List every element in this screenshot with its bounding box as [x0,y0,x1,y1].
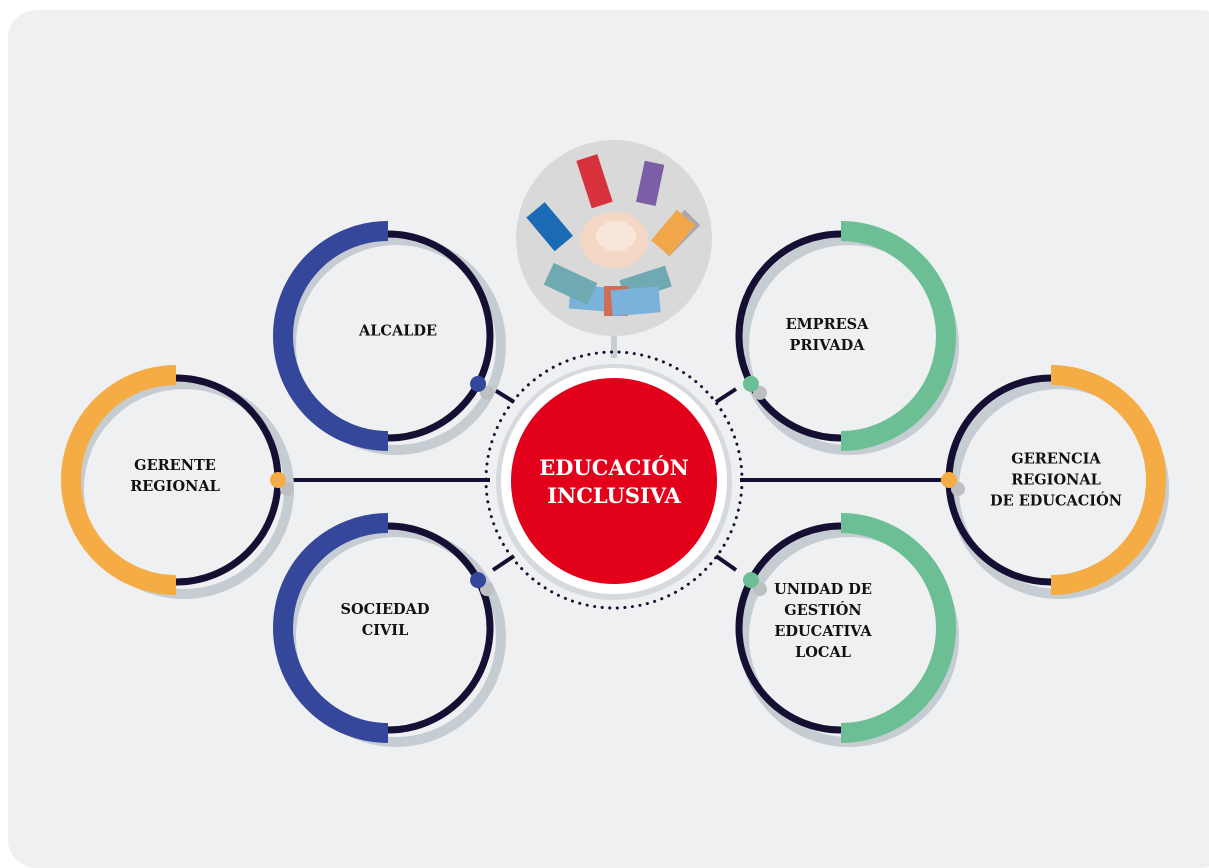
connector-dot [742,572,759,589]
ring-dark-half [387,522,494,734]
node-label-gerencia-regional: GERENCIA REGIONAL DE EDUCACIÓN [990,450,1122,510]
connector-dot [270,472,286,488]
ring-colored-half [273,513,389,743]
node-label-gerente-regional: GERENTE REGIONAL [130,457,220,495]
ring-colored-half [840,221,956,451]
ring-colored-half [1050,365,1166,595]
ring-dark-half [735,522,842,734]
center-dotted-ring [484,350,744,610]
connector-dot [470,375,487,392]
stakeholder-rings [61,221,1169,747]
connectors [284,336,946,572]
ring-colored-half [840,513,956,743]
connector-ugel [714,554,738,572]
node-label-alcalde: ALCALDE [358,322,438,340]
connector-dot [941,472,957,488]
connector-dot [470,572,487,589]
connector-dot [742,375,759,392]
center-red-circle [511,378,717,584]
node-label-empresa-privada: EMPRESA PRIVADA [785,316,869,354]
ring-dark-half [735,230,842,442]
connector-empresa-privada [714,387,738,404]
center-title: EDUCACIÓN INCLUSIVA [539,455,689,508]
ring-gerencia-regional [941,365,1169,599]
ring-empresa-privada [735,221,959,455]
ring-colored-half [61,365,177,595]
ring-sociedad-civil [273,513,506,747]
connector-alcalde [491,387,516,404]
ring-colored-half [273,221,389,451]
center-node [484,350,744,610]
node-label-sociedad-civil: SOCIEDAD CIVIL [340,601,430,639]
ring-alcalde [273,221,506,455]
stacked-hands-teamwork-icon [516,140,712,336]
connector-sociedad-civil [491,554,516,572]
ring-dark-half [387,230,494,442]
ring-gerente-regional [61,365,294,599]
node-label-ugel: UNIDAD DE GESTIÓN EDUCATIVA LOCAL [774,581,872,661]
ring-ugel [735,513,959,747]
